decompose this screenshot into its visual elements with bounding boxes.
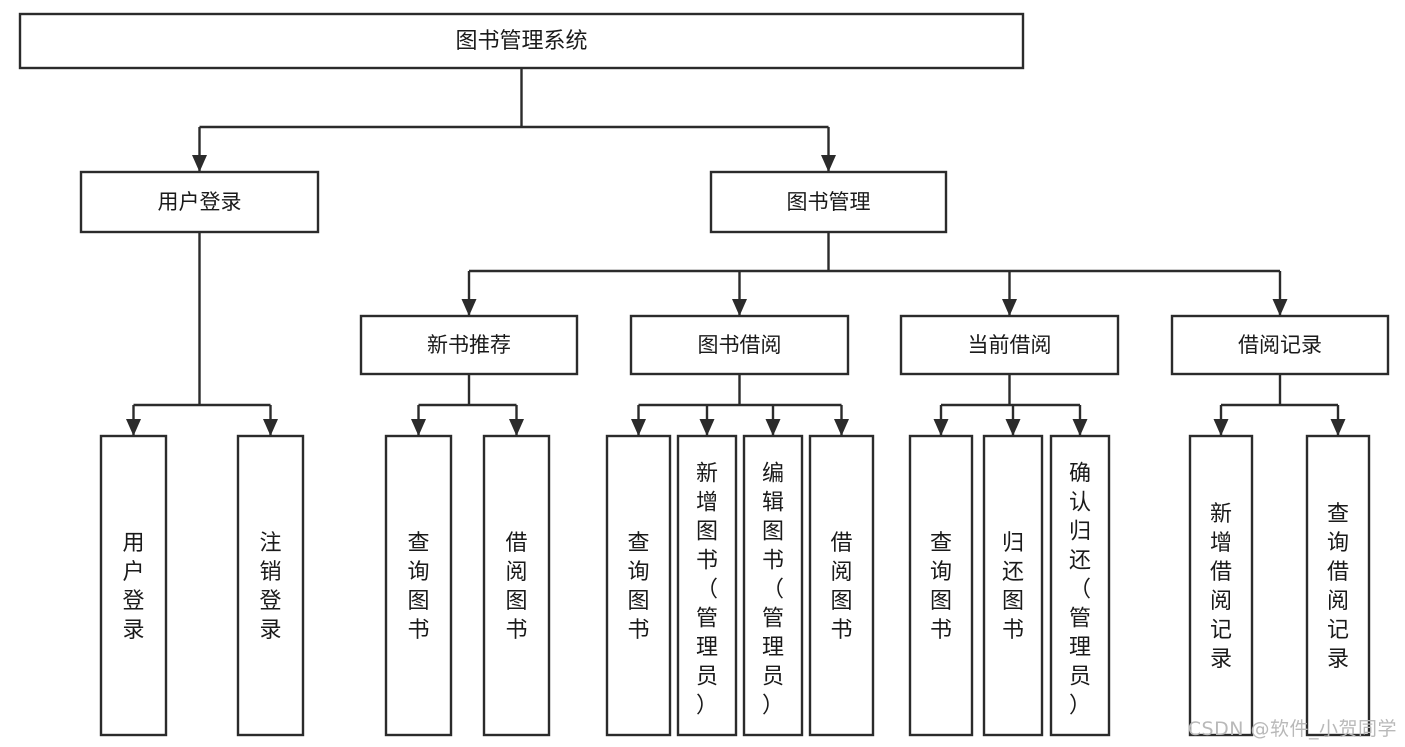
arrow-head-icon [509, 419, 524, 436]
leaf-label: 借阅图书 [505, 531, 527, 643]
node-图书借阅-l3[interactable]: 图书借阅 [629, 314, 850, 376]
node-当前借阅-l3[interactable]: 当前借阅 [899, 314, 1120, 376]
arrow-head-icon [1213, 419, 1229, 436]
arrow-head-icon [263, 419, 278, 436]
leaf-box [384, 434, 453, 737]
leaf-box [676, 434, 738, 737]
arrow-head-icon [461, 299, 477, 316]
arrow-head-icon [699, 419, 715, 436]
leaf-box [236, 434, 305, 737]
arrow-head-icon [933, 419, 949, 436]
node-图书管理-l2[interactable]: 图书管理 [709, 170, 948, 234]
leaf-node-借阅图书-3[interactable]: 借阅图书 [482, 434, 551, 737]
leaf-box [99, 434, 168, 737]
connector-layer [126, 68, 1346, 436]
leaf-box [908, 434, 974, 737]
leaf-node-查询图书-4[interactable]: 查询图书 [605, 434, 672, 737]
leaf-label: 确认归还（管理员） [1069, 462, 1091, 719]
leaf-node-编辑图书管理员-6[interactable]: 编辑图书（管理员） [742, 434, 804, 737]
leaf-node-用户登录-0[interactable]: 用户登录 [99, 434, 168, 737]
node-box [709, 170, 948, 234]
leaf-node-注销登录-1[interactable]: 注销登录 [236, 434, 305, 737]
node-label: 图书管理系统 [455, 29, 587, 54]
leaf-label: 编辑图书（管理员） [762, 462, 784, 719]
leaf-node-查询借阅记录-12[interactable]: 查询借阅记录 [1305, 434, 1371, 737]
node-box [1170, 314, 1390, 376]
node-label: 新书推荐 [427, 333, 511, 357]
leaf-label: 查询图书 [627, 531, 649, 643]
leaf-label: 归还图书 [1002, 531, 1024, 643]
leaf-box [808, 434, 875, 737]
leaf-node-新增图书管理员-5[interactable]: 新增图书（管理员） [676, 434, 738, 737]
arrow-head-icon [192, 155, 207, 172]
node-用户登录-l2[interactable]: 用户登录 [79, 170, 320, 234]
leaf-label: 查询借阅记录 [1327, 502, 1349, 672]
leaf-node-借阅图书-7[interactable]: 借阅图书 [808, 434, 875, 737]
arrow-head-icon [631, 419, 646, 436]
node-label: 当前借阅 [968, 333, 1052, 357]
node-box [899, 314, 1120, 376]
leaf-label: 新增借阅记录 [1210, 502, 1232, 672]
arrow-head-icon [821, 155, 836, 172]
leaf-node-查询图书-8[interactable]: 查询图书 [908, 434, 974, 737]
leaf-box [982, 434, 1044, 737]
node-root-node-图书管理系统[interactable]: 图书管理系统 [18, 12, 1025, 70]
node-借阅记录-l3[interactable]: 借阅记录 [1170, 314, 1390, 376]
arrow-head-icon [1330, 419, 1346, 436]
arrow-head-icon [834, 419, 849, 436]
leaf-label: 用户登录 [122, 531, 144, 643]
arrow-head-icon [1005, 419, 1021, 436]
node-label: 用户登录 [158, 190, 242, 214]
leaf-box [1305, 434, 1371, 737]
leaf-box [1188, 434, 1254, 737]
arrow-head-icon [126, 419, 141, 436]
leaf-node-归还图书-9[interactable]: 归还图书 [982, 434, 1044, 737]
node-box [18, 12, 1025, 70]
leaf-node-查询图书-2[interactable]: 查询图书 [384, 434, 453, 737]
node-box [629, 314, 850, 376]
leaf-box [605, 434, 672, 737]
node-box [359, 314, 579, 376]
node-label: 借阅记录 [1238, 333, 1322, 357]
arrow-head-icon [1272, 299, 1288, 316]
leaf-node-确认归还管理员-10[interactable]: 确认归还（管理员） [1049, 434, 1111, 737]
node-layer: 图书管理系统用户登录图书管理新书推荐图书借阅当前借阅借阅记录用户登录注销登录查询… [18, 12, 1390, 737]
leaf-box [1049, 434, 1111, 737]
leaf-label: 借阅图书 [830, 531, 852, 643]
node-label: 图书借阅 [698, 333, 782, 357]
leaf-label: 注销登录 [259, 531, 281, 643]
node-新书推荐-l3[interactable]: 新书推荐 [359, 314, 579, 376]
leaf-box [742, 434, 804, 737]
arrow-head-icon [1002, 299, 1017, 316]
leaf-label: 查询图书 [930, 531, 952, 643]
leaf-label: 新增图书（管理员） [696, 462, 718, 719]
arrow-head-icon [732, 299, 747, 316]
node-box [79, 170, 320, 234]
leaf-box [482, 434, 551, 737]
arrow-head-icon [411, 419, 426, 436]
leaf-node-新增借阅记录-11[interactable]: 新增借阅记录 [1188, 434, 1254, 737]
leaf-label: 查询图书 [407, 531, 429, 643]
arrow-head-icon [1072, 419, 1088, 436]
arrow-head-icon [765, 419, 781, 436]
node-label: 图书管理 [787, 190, 871, 214]
